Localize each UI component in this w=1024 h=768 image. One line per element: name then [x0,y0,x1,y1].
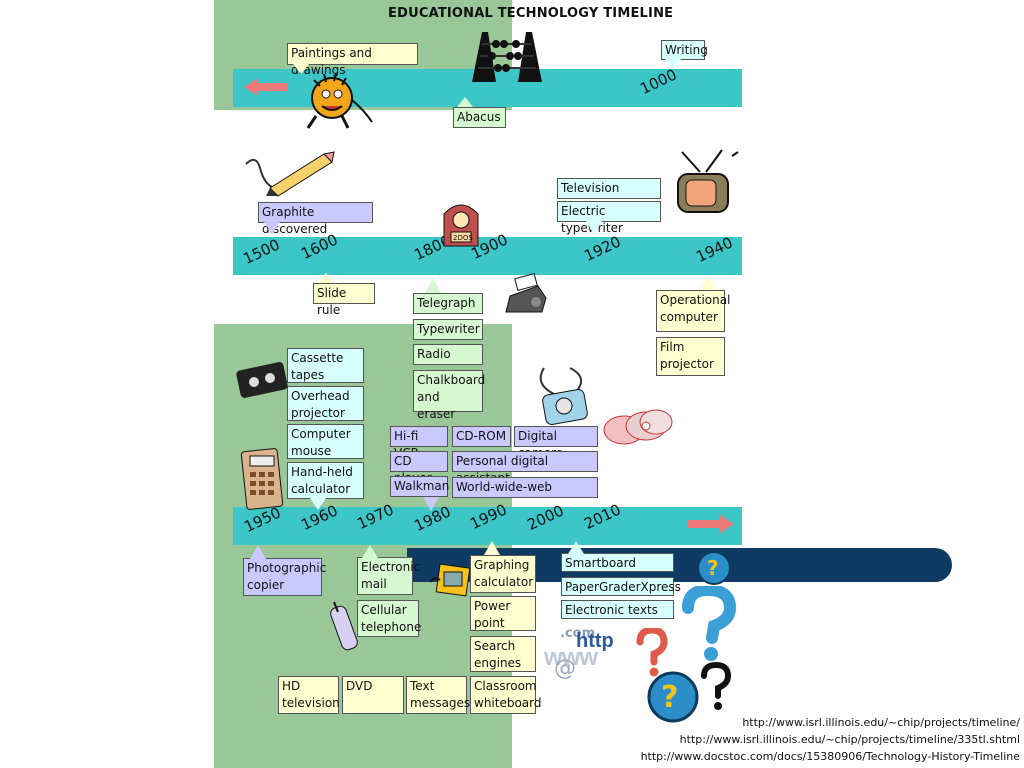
event-text-messages: Text messages [406,676,470,714]
event-operational-computer: Operational computer [656,290,730,332]
event-powerpoint: Power point [470,596,536,631]
event-telegraph: Telegraph [413,293,483,314]
event-cd-player: CD player [390,451,448,485]
svg-text:?: ? [707,556,719,580]
event-digital-camera: Digital camera [514,426,598,460]
event-classroom-whiteboard: Classroom whiteboard [470,676,542,714]
event-writing: Writing [661,40,708,60]
event-hd-television: HD television [278,676,340,714]
callout-tail [700,276,716,290]
callout-tail [250,545,266,559]
event-dvd: DVD [342,676,404,714]
question-mark-blue-icon [682,586,737,661]
source-url-2[interactable]: http://www.isrl.illinois.edu/~chip/proje… [679,733,1020,746]
event-mouse: Computer mouse [287,424,364,459]
event-hifi-vcr: Hi-fi VCR [390,426,448,460]
television-icon [677,149,739,213]
event-smartboard: Smartboard [561,553,674,572]
event-slide-rule: Slide rule [313,283,375,317]
callout-tail [568,541,584,554]
event-pda: Personal digital assistant [452,451,598,485]
source-url-3[interactable]: http://www.docstoc.com/docs/15380906/Tec… [640,750,1020,763]
event-photocopier: Photographic copier [243,558,326,596]
calculator-icon [240,448,284,510]
timeline-bar-1950-2010 [233,507,742,545]
event-cdrom: CD-ROM [452,426,511,447]
question-circle-icon: ? [697,551,731,585]
event-search-engines: Search engines [470,636,536,672]
callout-tail [318,273,334,283]
event-email: Electronic mail [357,557,420,595]
event-cellular: Cellular telephone [357,600,421,637]
question-mark-black-icon [701,662,732,710]
callout-tail [425,278,441,293]
event-television: Television [557,178,661,199]
event-papergrader: PaperGraderXpress [561,577,681,596]
callout-tail [484,541,500,555]
event-graphing-calculator: Graphing calculator [470,555,536,593]
callout-tail [586,221,602,235]
cd-player-icon [539,367,588,425]
callout-tail [665,59,681,69]
event-cassette: Cassette tapes [287,348,364,383]
radio-label: 2DOS [453,234,473,242]
question-mark-red-icon [636,628,668,677]
event-walkman: Walkman [390,476,449,497]
callout-tail [457,97,473,107]
www-text: www [544,644,598,671]
source-url-1[interactable]: http://www.isrl.illinois.edu/~chip/proje… [742,716,1020,729]
arrow-left-icon [244,78,288,96]
telegraph-machine-icon [505,273,547,313]
callout-tail [423,497,439,511]
svg-text:?: ? [661,680,678,715]
event-electric-typewriter: Electric typewriter [557,201,661,235]
question-circle-large-icon: ? [647,671,699,723]
event-chalkboard: Chalkboard and eraser [413,370,485,421]
radio-icon: 2DOS [443,204,479,247]
arrow-right-icon [688,515,734,533]
caveman-icon [306,72,373,129]
at-sign-text: @ [554,656,576,681]
http-text: http [576,630,614,652]
com-text: .com [560,626,596,641]
event-paintings: Paintings and drawings [287,43,418,77]
cell-phone-icon [330,601,358,651]
event-film-projector: Film projector [656,337,725,376]
event-graphite: Graphite discovered [258,202,373,236]
event-abacus: Abacus [453,107,506,128]
callout-tail [293,64,309,74]
cd-discs-icon [603,409,673,445]
event-overhead: Overhead projector [287,386,364,421]
callout-tail [362,545,378,558]
event-electronic-texts: Electronic texts [561,600,674,619]
pencil-icon [245,151,335,197]
cassette-tape-icon [236,362,288,398]
event-www: World-wide-web [452,477,598,498]
page-title: EDUCATIONAL TECHNOLOGY TIMELINE [388,6,674,21]
event-typewriter: Typewriter [413,319,483,340]
callout-tail [264,222,280,234]
event-radio: Radio [413,344,483,365]
timeline-bar-1500-1940 [233,237,742,275]
callout-tail [310,498,326,510]
abacus-icon [472,32,542,82]
event-calculator: Hand-held calculator [287,462,364,499]
computer-icon [429,563,471,597]
